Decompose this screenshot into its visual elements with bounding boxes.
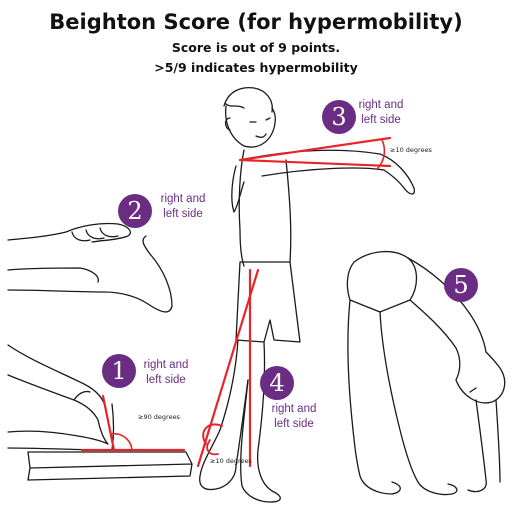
test4-front-leg-icon — [199, 339, 249, 491]
test2-side-label-line1: right and — [160, 193, 206, 205]
test1-illustration — [7, 344, 193, 481]
test1-pressing-hand-icon — [7, 344, 107, 421]
test5-torso-icon — [407, 257, 487, 381]
boy-arm-icon — [239, 149, 416, 195]
test5-hand-icon — [467, 399, 501, 493]
test2-wrist-hand-icon — [7, 235, 173, 313]
test4-illustration — [196, 261, 301, 503]
test5-illustration — [346, 251, 506, 496]
test2-upper-arm-icon — [7, 222, 132, 243]
test2-illustration — [7, 222, 173, 313]
test4-side-label-line2: left side — [274, 418, 314, 430]
test5-shorts-icon — [346, 251, 418, 313]
test3-number-badge: 3 — [322, 100, 356, 134]
test3-side-label-line1: right and — [358, 99, 404, 111]
test5-back-leg-icon — [379, 311, 458, 496]
test5-front-leg-icon — [347, 299, 401, 495]
test5-head-icon — [455, 351, 506, 404]
test4-angle-label: ≥10 degrees — [210, 457, 252, 465]
test4-thigh-line — [196, 268, 260, 468]
test4-side-label: right and left side — [264, 402, 324, 432]
test2-side-label: right and left side — [154, 192, 212, 222]
test3-angle-arc — [377, 139, 386, 169]
test1-angle-arc — [110, 432, 133, 451]
test1-table-icon — [27, 451, 193, 481]
boy-back-arm-icon — [231, 165, 245, 213]
test2-side-label-line2: left side — [163, 208, 203, 220]
test4-knee-angle — [206, 439, 219, 456]
test3-illustration — [223, 86, 416, 267]
test1-number-badge: 1 — [102, 354, 136, 388]
test4-back-leg-icon — [240, 341, 281, 503]
test3-side-label: right and left side — [352, 98, 410, 128]
boy-face-icon — [224, 105, 276, 148]
boy-ear-icon — [224, 117, 231, 131]
test5-number-badge: 5 — [444, 268, 478, 302]
test1-vertical-line — [101, 394, 116, 452]
test2-fingers-icon — [71, 227, 119, 242]
test1-resting-hand-icon — [7, 403, 115, 451]
test4-number-badge: 4 — [260, 366, 294, 400]
test1-angle-label: ≥90 degrees — [138, 413, 180, 421]
boy-hair-icon — [223, 86, 273, 113]
test1-side-label-line2: left side — [146, 374, 186, 386]
page-title: Beighton Score (for hypermobility) — [49, 10, 463, 34]
test3-arm-line — [238, 136, 392, 162]
test1-side-label-line1: right and — [143, 359, 189, 371]
subtitle-line-1: Score is out of 9 points. — [171, 40, 341, 55]
test4-shorts-icon — [235, 261, 301, 343]
test2-number-badge: 2 — [118, 194, 152, 228]
test1-side-label: right and left side — [138, 358, 194, 388]
subtitle-line-2: >5/9 indicates hypermobility — [154, 60, 358, 75]
test3-side-label-line2: left side — [361, 114, 401, 126]
test4-knee-loop — [202, 423, 223, 445]
test3-angle-label: ≥10 degrees — [390, 146, 432, 154]
test4-side-label-line1: right and — [271, 403, 317, 415]
test3-axis-line — [238, 158, 392, 168]
boy-torso-icon — [238, 149, 292, 267]
